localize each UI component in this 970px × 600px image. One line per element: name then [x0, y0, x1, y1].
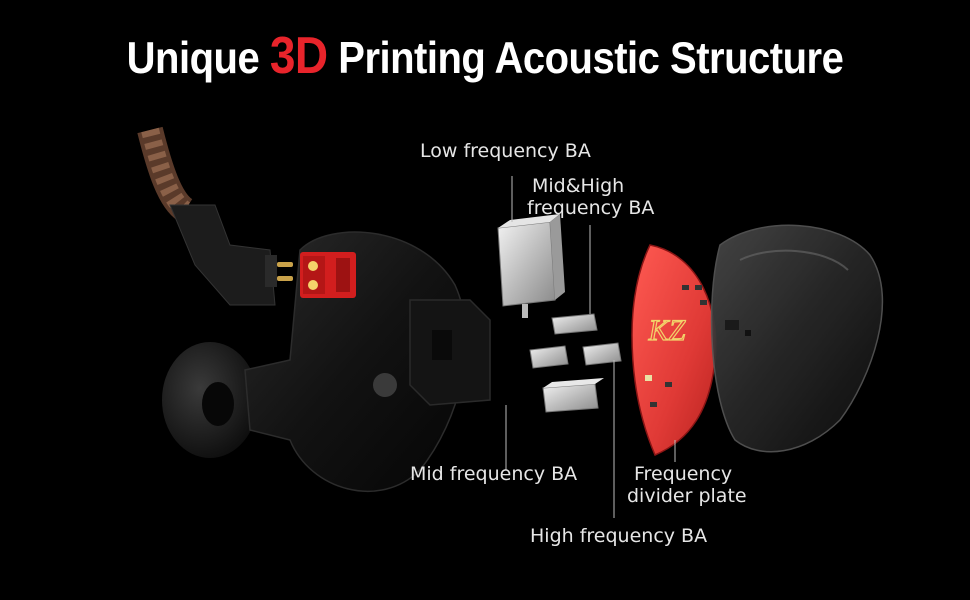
ear-tip	[162, 342, 258, 458]
nozzle-block	[409, 299, 491, 406]
mid-frequency-ba	[542, 378, 604, 413]
small-ba-left	[529, 345, 569, 369]
title-highlight: 3D	[269, 25, 328, 85]
mid-high-frequency-ba	[551, 313, 598, 335]
kz-logo: KZ	[648, 314, 686, 347]
shell-faceplate	[710, 224, 884, 453]
page-title: Unique 3D Printing Acoustic Structure	[0, 25, 970, 85]
label-divider-line2: divider plate	[627, 485, 747, 507]
frequency-divider-plate: KZ	[631, 244, 717, 456]
label-midhigh-line2: frequency BA	[527, 197, 655, 219]
label-mid-frequency-ba: Mid frequency BA	[410, 463, 578, 485]
label-low-frequency-ba: Low frequency BA	[420, 140, 591, 162]
title-part2: Printing Acoustic Structure	[338, 33, 844, 83]
label-midhigh-line1: Mid&High	[532, 175, 625, 197]
small-ba-right	[582, 342, 622, 366]
leader-lines	[505, 176, 676, 518]
label-high-frequency-ba: High frequency BA	[530, 525, 708, 547]
cable-connector	[169, 204, 293, 306]
title-part1: Unique	[126, 33, 260, 83]
low-frequency-ba	[497, 214, 565, 318]
label-divider-line1: Frequency	[634, 463, 733, 485]
two-pin-socket	[300, 252, 356, 298]
cable	[137, 126, 194, 221]
